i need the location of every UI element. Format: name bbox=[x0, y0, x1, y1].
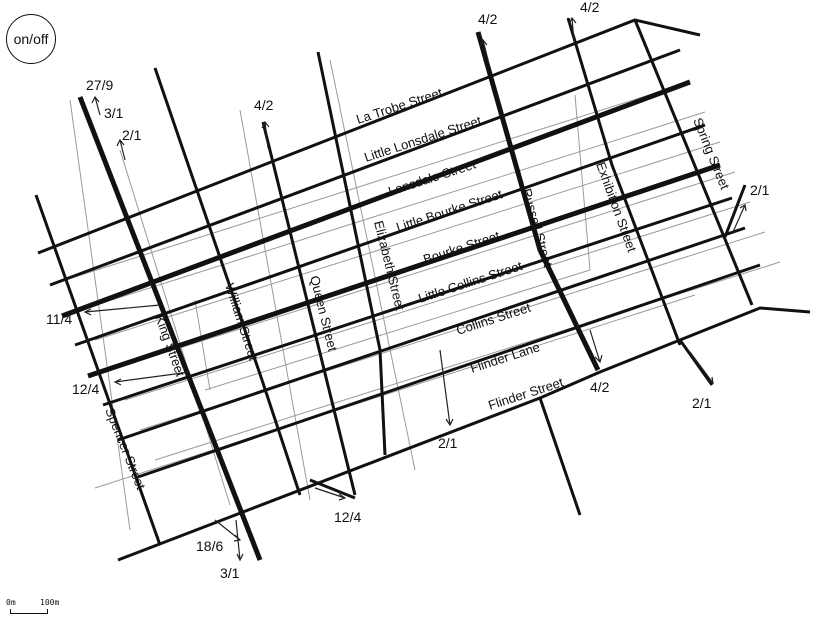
spencer-street-road bbox=[34, 194, 162, 546]
count-12-4-bottom: 12/4 bbox=[334, 509, 361, 525]
william-street-lower bbox=[260, 379, 302, 496]
count-4-2-exhibition: 4/2 bbox=[580, 0, 600, 15]
king-street-road bbox=[77, 96, 263, 561]
elizabeth-street-road bbox=[316, 51, 387, 456]
count-2-1-right: 2/1 bbox=[692, 395, 712, 411]
count-3-1-top: 3/1 bbox=[104, 105, 124, 121]
count-4-2-william: 4/2 bbox=[254, 97, 274, 113]
scale-bar-line bbox=[10, 609, 48, 614]
little-lonsdale-road bbox=[49, 48, 681, 287]
count-3-1-bottom: 3/1 bbox=[220, 565, 240, 581]
russell-street-road bbox=[475, 31, 601, 372]
flinder-street-road bbox=[117, 306, 811, 562]
count-2-1-top: 2/1 bbox=[122, 127, 142, 143]
exhibition-street-road bbox=[566, 17, 682, 346]
flinder-lane-road bbox=[134, 263, 761, 480]
la-trobe-label: La Trobe Street bbox=[354, 85, 444, 127]
flinder-spur-right bbox=[678, 339, 714, 386]
lonsdale-street-road bbox=[61, 79, 691, 319]
count-18-6: 18/6 bbox=[196, 538, 223, 554]
scale-bar: 0m 100m bbox=[6, 598, 86, 618]
street-labels: La Trobe Street Little Lonsdale Street L… bbox=[102, 85, 732, 492]
william-street-road bbox=[153, 67, 264, 381]
flow-arrows bbox=[83, 16, 747, 562]
count-27-9: 27/9 bbox=[86, 77, 113, 93]
count-2-1-bottom: 2/1 bbox=[438, 435, 458, 451]
count-11-4: 11/4 bbox=[46, 311, 72, 327]
north-south-streets bbox=[34, 17, 754, 561]
count-12-4-left: 12/4 bbox=[72, 381, 99, 397]
count-labels: 27/9 3/1 2/1 4/2 4/2 4/2 2/1 11/4 12/4 4… bbox=[46, 0, 770, 581]
southbank-link bbox=[538, 397, 582, 516]
count-4-2-flinder: 4/2 bbox=[590, 379, 610, 395]
lonsdale-label: Lonsdale Street bbox=[386, 156, 478, 199]
little-bourke-road bbox=[74, 123, 706, 347]
spencer-label: Spencer Street bbox=[102, 406, 149, 492]
queen-street-road bbox=[261, 121, 357, 496]
spring-street-road bbox=[633, 19, 754, 306]
spring-label: Spring Street bbox=[690, 116, 732, 192]
bourke-label: Bourke Street bbox=[421, 228, 502, 267]
scale-hundred-label: 100m bbox=[40, 598, 60, 607]
toggle-label: on/off bbox=[13, 31, 49, 47]
count-2-1-spring: 2/1 bbox=[750, 182, 770, 198]
count-4-2-russell: 4/2 bbox=[478, 11, 498, 27]
bourke-street-road bbox=[87, 162, 721, 379]
flinder-lane-label: Flinder Lane bbox=[468, 339, 541, 376]
on-off-toggle-button[interactable]: on/off bbox=[6, 14, 56, 64]
flinder-spur-left bbox=[309, 478, 356, 500]
east-west-streets bbox=[37, 18, 811, 562]
scale-zero-label: 0m bbox=[6, 598, 16, 607]
collins-label: Collins Street bbox=[454, 300, 533, 338]
queen-label: Queen Street bbox=[307, 274, 340, 353]
collins-street-road bbox=[117, 226, 746, 442]
little-collins-label: Little Collins Street bbox=[416, 258, 524, 306]
little-collins-road bbox=[102, 196, 733, 407]
spring-street-spur bbox=[723, 184, 747, 238]
